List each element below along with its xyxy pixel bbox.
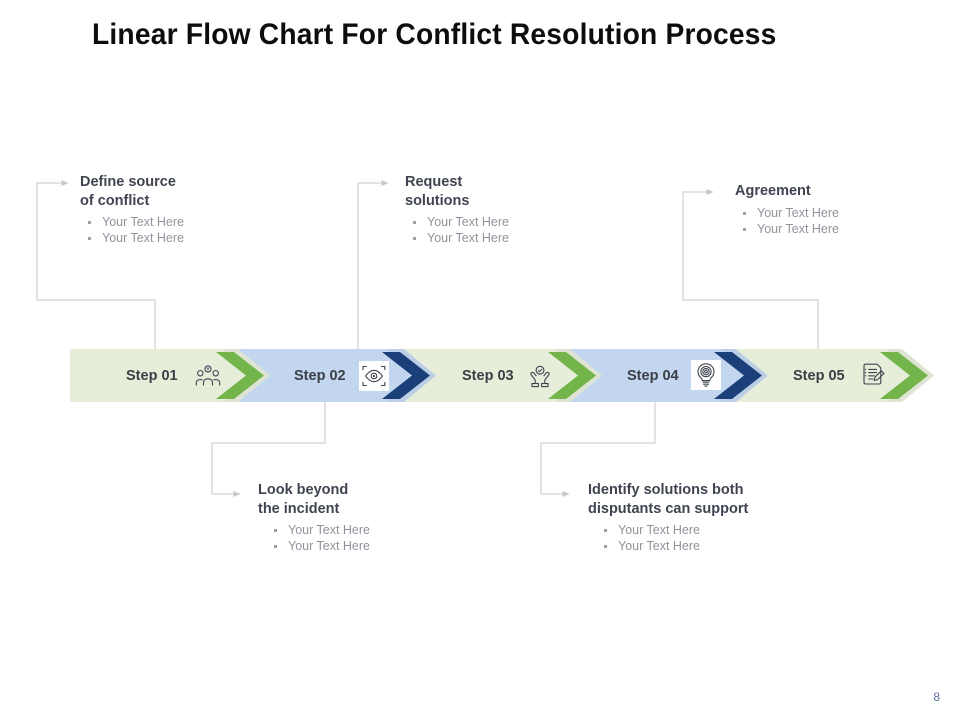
chevron-arrow-1 [216, 352, 264, 399]
step-label-2: Step 02 [294, 368, 346, 384]
callout-step-01-title: Define source of conflict [80, 174, 176, 209]
bullet-item: Your Text Here [405, 214, 509, 230]
callout-step-01: Define source of conflict Your Text Here… [80, 173, 184, 246]
chevron-arrow-3 [548, 352, 596, 399]
band-segment-1 [70, 349, 270, 402]
callout-step-03-title: Request solutions [405, 174, 470, 209]
band-segment-5 [736, 349, 934, 402]
callout-step-05-title: Agreement [735, 183, 811, 199]
step-label-4: Step 04 [627, 368, 679, 384]
document-pen-icon [858, 360, 888, 390]
bullet-item: Your Text Here [735, 205, 839, 221]
bullet-item: Your Text Here [588, 522, 748, 538]
bullet-item: Your Text Here [258, 538, 370, 554]
bullet-item: Your Text Here [735, 221, 839, 237]
callout-step-05: Agreement Your Text Here Your Text Here [735, 182, 839, 237]
callout-step-02: Look beyond the incident Your Text Here … [258, 481, 370, 554]
chevron-arrow-4 [714, 352, 762, 399]
chevron-arrow-5 [880, 352, 928, 399]
bullet-item: Your Text Here [258, 522, 370, 538]
eye-scan-icon [359, 361, 389, 391]
people-group-icon [193, 361, 223, 391]
callout-step-04-bullets: Your Text Here Your Text Here [588, 522, 748, 554]
callout-step-03-bullets: Your Text Here Your Text Here [405, 214, 509, 246]
callout-step-02-title: Look beyond the incident [258, 482, 349, 517]
callout-step-01-bullets: Your Text Here Your Text Here [80, 214, 184, 246]
hands-check-icon [525, 361, 555, 391]
band-segment-3 [404, 349, 602, 402]
callout-step-02-bullets: Your Text Here Your Text Here [258, 522, 370, 554]
bullet-item: Your Text Here [405, 230, 509, 246]
chevron-arrow-2 [382, 352, 430, 399]
callout-step-04: Identify solutions both disputants can s… [588, 481, 748, 554]
bullet-item: Your Text Here [80, 230, 184, 246]
page-title: Linear Flow Chart For Conflict Resolutio… [92, 18, 777, 51]
step-label-1: Step 01 [126, 368, 178, 384]
callout-step-05-bullets: Your Text Here Your Text Here [735, 205, 839, 237]
bullet-item: Your Text Here [80, 214, 184, 230]
bullet-item: Your Text Here [588, 538, 748, 554]
callout-step-04-title: Identify solutions both disputants can s… [588, 482, 749, 517]
page-number: 8 [933, 690, 940, 704]
step-label-5: Step 05 [793, 368, 845, 384]
lightbulb-gear-icon [691, 360, 721, 390]
step-label-3: Step 03 [462, 368, 514, 384]
callout-step-03: Request solutions Your Text Here Your Te… [405, 173, 509, 246]
